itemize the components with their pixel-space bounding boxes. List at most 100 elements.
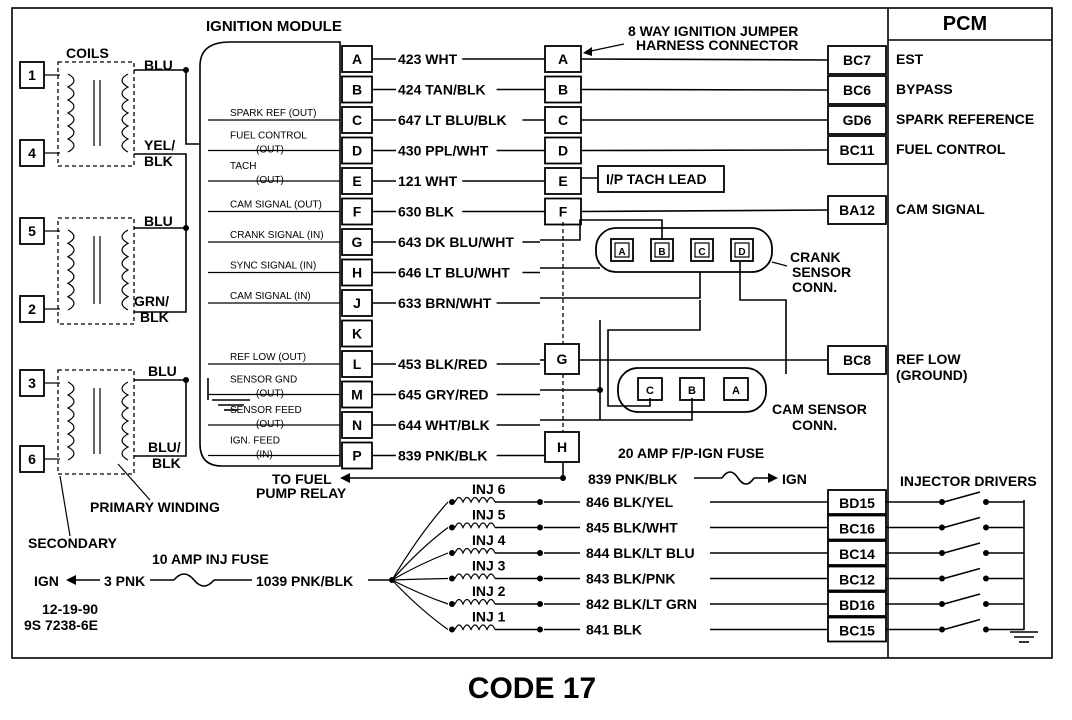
wire-label: 633 BRN/WHT [398, 295, 492, 311]
coil-2-winding [66, 229, 130, 311]
ignition-pin-function: CAM SIGNAL (OUT) [230, 200, 322, 211]
pcm-title: PCM [943, 13, 987, 35]
jumper-pin-c: C [544, 106, 582, 134]
injector-wire-label: 846 BLK/YEL [586, 494, 674, 510]
ignition-pin-label: J [353, 295, 361, 311]
svg-text:A: A [618, 247, 625, 258]
coil-3-winding [66, 381, 130, 461]
coil-terminal-2: 2 [19, 295, 60, 323]
wire-label: 630 BLK [398, 204, 454, 220]
svg-text:A: A [732, 385, 740, 397]
ignition-pin-function: SPARK REF (OUT) [230, 108, 316, 119]
diagram-frame [11, 7, 1053, 659]
ignition-pin-function: FUEL CONTROL [230, 131, 307, 142]
injector-label: INJ 1 [472, 609, 506, 625]
wire-label: 646 LT BLU/WHT [398, 265, 510, 281]
wire-label: 121 WHT [398, 173, 458, 189]
svg-text:BC14: BC14 [839, 546, 875, 562]
svg-text:TO FUEL: TO FUEL [272, 471, 332, 487]
svg-text:20 AMP F/P-IGN FUSE: 20 AMP F/P-IGN FUSE [618, 445, 764, 461]
svg-text:BLK: BLK [140, 309, 169, 325]
footer-date: 12-19-90 [42, 601, 98, 617]
crank-pin-a: A [610, 238, 634, 262]
cam-pin-a: A [723, 377, 749, 401]
injector-label: INJ 5 [472, 507, 506, 523]
svg-text:BLK: BLK [144, 153, 173, 169]
svg-text:SENSOR: SENSOR [792, 264, 851, 280]
injector-wire-label: 843 BLK/PNK [586, 571, 675, 587]
svg-text:D: D [558, 143, 568, 159]
pcm-pin-bd15 [827, 489, 887, 515]
primary-winding-label: PRIMARY WINDING [90, 499, 220, 515]
ignition-pin-label: L [353, 356, 362, 372]
coil-terminal-4: 4 [19, 139, 60, 167]
svg-text:1: 1 [28, 67, 36, 83]
svg-text:CAM SENSOR: CAM SENSOR [772, 401, 867, 417]
pcm-pin-function: BYPASS [896, 81, 953, 97]
jumper-pin-d: D [544, 136, 582, 165]
injector-section: INJECTOR DRIVERS 10 AMP INJ FUSE IGN 3 P… [34, 473, 1038, 643]
svg-text:BC8: BC8 [843, 352, 871, 368]
ignition-pin-label: H [352, 265, 362, 281]
svg-text:10 AMP INJ FUSE: 10 AMP INJ FUSE [152, 551, 269, 567]
ip-tach-lead-label: I/P TACH LEAD [606, 171, 707, 187]
svg-text:3 PNK: 3 PNK [104, 573, 145, 589]
ignition-pin-label: G [352, 234, 363, 250]
crank-pin-d: D [730, 238, 754, 262]
coils-title: COILS [66, 45, 109, 61]
jumper-title-line2: HARNESS CONNECTOR [636, 37, 798, 53]
ignition-pin-label: C [352, 112, 362, 128]
svg-text:YEL/: YEL/ [144, 137, 175, 153]
svg-text:4: 4 [28, 145, 36, 161]
jumper-pin-f: F [544, 197, 582, 226]
svg-text:B: B [558, 82, 568, 98]
svg-text:IGN: IGN [34, 573, 59, 589]
ignition-pin-f: F CAM SIGNAL (OUT) 630 BLK [208, 197, 545, 226]
svg-text:5: 5 [28, 223, 36, 239]
svg-text:H: H [557, 439, 567, 455]
injector-wire-label: 844 BLK/LT BLU [586, 545, 695, 561]
wire-label: 643 DK BLU/WHT [398, 234, 514, 250]
svg-text:BD16: BD16 [839, 597, 875, 613]
injector-wire-label: 845 BLK/WHT [586, 520, 678, 536]
svg-text:BLU/: BLU/ [148, 439, 181, 455]
pcm-pin-bd16 [827, 591, 887, 617]
injector-wire-label: 841 BLK [586, 622, 642, 638]
ignition-pin-label: A [352, 51, 362, 67]
jumper-pin-g [544, 343, 580, 375]
ignition-pin-function: SENSOR FEED [230, 405, 302, 416]
svg-text:BC11: BC11 [839, 142, 874, 158]
ignition-pin-label: F [353, 204, 362, 220]
svg-text:3: 3 [28, 375, 36, 391]
wire-label: 647 LT BLU/BLK [398, 112, 507, 128]
ignition-pin-label: B [352, 82, 362, 98]
svg-text:BC16: BC16 [839, 521, 875, 537]
svg-text:BC6: BC6 [843, 82, 871, 98]
ignition-pin-function: CRANK SIGNAL (IN) [230, 230, 324, 241]
jumper-pin-b: B [544, 75, 582, 104]
crank-pin-b: B [650, 238, 674, 262]
svg-text:BC15: BC15 [839, 623, 875, 639]
svg-text:839 PNK/BLK: 839 PNK/BLK [588, 471, 677, 487]
svg-text:1039 PNK/BLK: 1039 PNK/BLK [256, 573, 353, 589]
svg-text:B: B [658, 247, 665, 258]
svg-text:CONN.: CONN. [792, 417, 837, 433]
ignition-pin-label: D [352, 143, 362, 159]
cam-pin-b: B [679, 377, 705, 401]
injector-wire-label: 842 BLK/LT GRN [586, 596, 697, 612]
svg-text:BA12: BA12 [839, 202, 875, 218]
svg-text:E: E [558, 173, 567, 189]
